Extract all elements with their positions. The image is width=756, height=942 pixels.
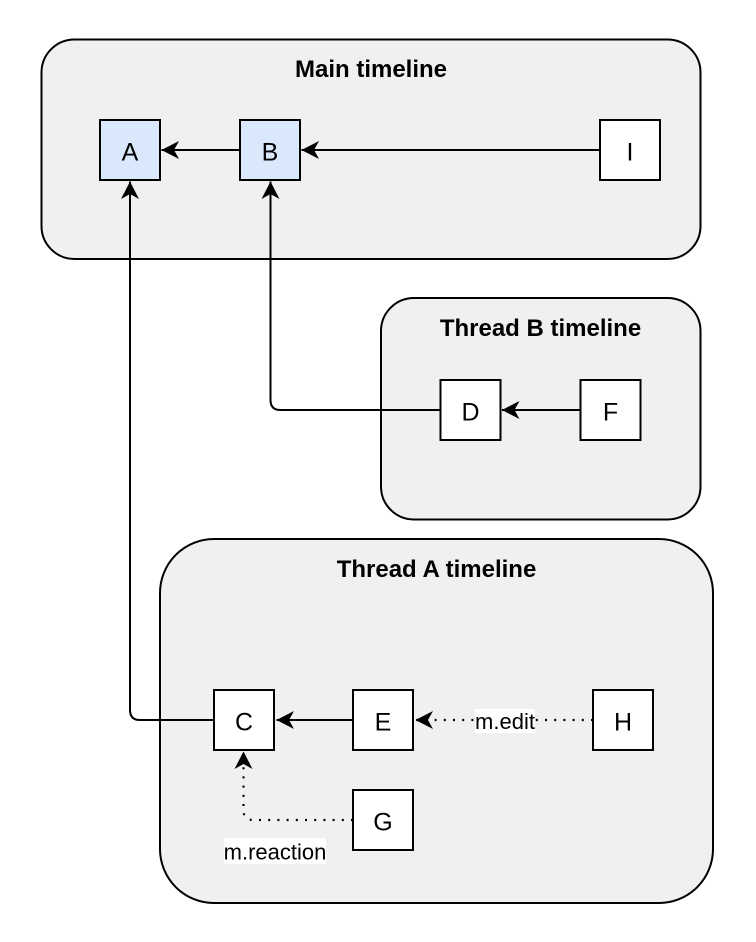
svg-text:H: H: [614, 709, 632, 737]
svg-text:D: D: [461, 399, 479, 427]
svg-text:m.edit: m.edit: [475, 709, 535, 734]
svg-text:E: E: [375, 709, 392, 737]
svg-text:F: F: [603, 399, 618, 427]
svg-text:G: G: [373, 809, 392, 837]
svg-text:Thread A timeline: Thread A timeline: [337, 556, 537, 583]
svg-text:I: I: [627, 139, 634, 167]
svg-text:B: B: [262, 139, 279, 167]
svg-text:C: C: [235, 709, 253, 737]
svg-text:Main timeline: Main timeline: [295, 56, 447, 83]
svg-text:m.reaction: m.reaction: [224, 840, 327, 865]
svg-text:Thread B timeline: Thread B timeline: [440, 315, 641, 342]
svg-text:A: A: [122, 139, 139, 167]
